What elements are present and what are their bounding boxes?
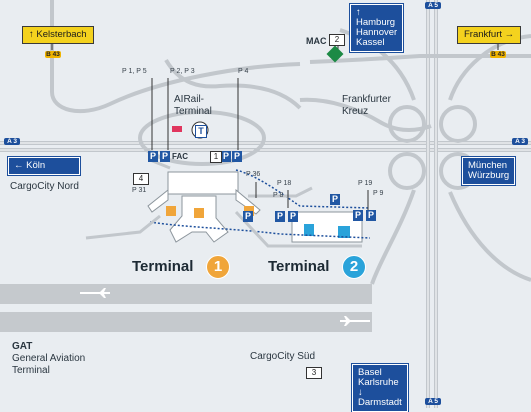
parking-icon-p9b: P	[366, 210, 376, 221]
runway-south	[0, 312, 372, 332]
road-label-a3-right: A 3	[512, 138, 528, 145]
label-airail-line-1: AIRail-	[174, 94, 205, 105]
parking-icon-p9a: P	[353, 210, 363, 221]
leader-lines	[51, 34, 499, 210]
label-mac: MAC	[306, 36, 327, 46]
interchange-frankfurter-kreuz	[339, 28, 531, 285]
terminal-1-number-badge: 1	[206, 255, 230, 279]
label-parking-p31: P 31	[132, 187, 147, 194]
label-gat-line-3: Terminal	[12, 365, 50, 376]
label-gat-line-1: GAT	[12, 341, 33, 352]
parking-icon-p8a: P	[275, 211, 285, 222]
parking-icon-p1: P	[148, 151, 158, 162]
label-box-4: 4	[133, 173, 149, 185]
road-label-b43-left: B 43	[45, 51, 61, 58]
label-fac: FAC	[172, 152, 188, 161]
sign-frankfurt: Frankfurt →	[457, 26, 522, 44]
label-cargocity-sued: CargoCity Süd	[250, 351, 316, 362]
label-kreuz-line-2: Kreuz	[342, 106, 369, 117]
sign-koln-text: Köln	[26, 160, 46, 171]
label-airail-line-2: Terminal	[174, 106, 212, 117]
sign-muenchen: München Würzburg	[460, 156, 517, 186]
label-parking-p19: P 19	[358, 180, 373, 187]
arrow-up-icon: ↑	[356, 7, 361, 18]
sign-basel-line-2: Karlsruhe	[358, 377, 399, 388]
label-parking-p1-p5: P 1, P 5	[122, 68, 147, 75]
road-label-a5-bottom: A 5	[425, 398, 441, 405]
sign-kelsterbach-text: Kelsterbach	[36, 29, 87, 40]
sign-basel-line-3: Darmstadt	[358, 397, 402, 408]
airplane-icon-south	[340, 316, 370, 326]
terminal-2-number-badge: 2	[342, 255, 366, 279]
motorway-a3	[0, 141, 531, 152]
sign-hamburg-line-1: Hamburg	[356, 17, 396, 28]
sign-hamburg: ↑ Hamburg Hannover Kassel	[348, 3, 405, 53]
label-parking-p36: P 36	[246, 171, 261, 178]
sign-muenchen-line-1: München	[468, 160, 508, 171]
label-terminal-2: Terminal	[268, 258, 330, 275]
label-parking-p9: P 9	[373, 190, 384, 197]
road-label-a3-left: A 3	[4, 138, 20, 145]
parking-icon-p4: P	[221, 151, 231, 162]
sign-muenchen-line-2: Würzburg	[468, 170, 510, 181]
label-airail-terminal: AIRail- Terminal	[174, 94, 212, 118]
sign-hamburg-line-2: Hannover	[356, 27, 398, 38]
road-label-b43-right: B 43	[490, 51, 506, 58]
parking-icon-terminal2: P	[330, 194, 340, 205]
road-b43	[50, 0, 531, 132]
sign-koln: ← Köln	[7, 156, 81, 176]
label-frankfurter-kreuz: Frankfurter Kreuz	[342, 94, 391, 118]
label-parking-p4: P 4	[238, 68, 249, 75]
arrow-up-icon: ↑	[29, 29, 34, 40]
label-parking-p2-p3: P 2, P 3	[170, 68, 195, 75]
parking-icon-p4b: P	[232, 151, 242, 162]
label-cargocity-sued-number: 3	[306, 367, 322, 379]
airplane-icon	[80, 288, 110, 298]
sign-hamburg-line-3: Kassel	[356, 37, 385, 48]
label-parking-p8: P 8	[273, 192, 284, 199]
sign-basel-line-1: Basel	[358, 367, 382, 378]
label-kreuz-line-1: Frankfurter	[342, 94, 391, 105]
parking-icon-p8b: P	[288, 211, 298, 222]
parking-icon-p2: P	[160, 151, 170, 162]
parking-icon-p36: P	[243, 211, 253, 222]
terminal-2-gate-b	[338, 226, 350, 238]
arrow-left-icon: ←	[14, 160, 24, 171]
label-gat: GAT General Aviation Terminal	[12, 341, 85, 377]
access-roads	[85, 149, 362, 248]
skyline-path-lower	[149, 221, 371, 239]
sign-kelsterbach: ↑ Kelsterbach	[22, 26, 94, 44]
skyline-path	[235, 169, 371, 209]
arrow-right-icon: →	[504, 29, 515, 40]
label-parking-p18: P 18	[277, 180, 292, 187]
label-terminal-1: Terminal	[132, 258, 194, 275]
runway-north	[0, 284, 372, 304]
label-box-1: 1	[210, 151, 222, 163]
terminal-2-building	[291, 211, 363, 243]
airail-t-icon: T	[195, 125, 207, 138]
terminal-2-gate-a	[304, 224, 314, 236]
motorway-a5	[426, 0, 438, 408]
label-mac-number: 2	[329, 34, 345, 46]
sign-basel: Basel Karlsruhe ↓ Darmstadt	[351, 363, 409, 412]
label-cargocity-nord: CargoCity Nord	[10, 181, 79, 192]
terminal-1-building	[147, 171, 261, 243]
road-label-a5-top: A 5	[425, 2, 441, 9]
label-gat-line-2: General Aviation	[12, 353, 86, 364]
sign-frankfurt-text: Frankfurt	[464, 29, 503, 40]
airail-loop	[138, 110, 266, 166]
train-icon	[172, 126, 182, 132]
arrow-down-icon: ↓	[358, 387, 363, 398]
